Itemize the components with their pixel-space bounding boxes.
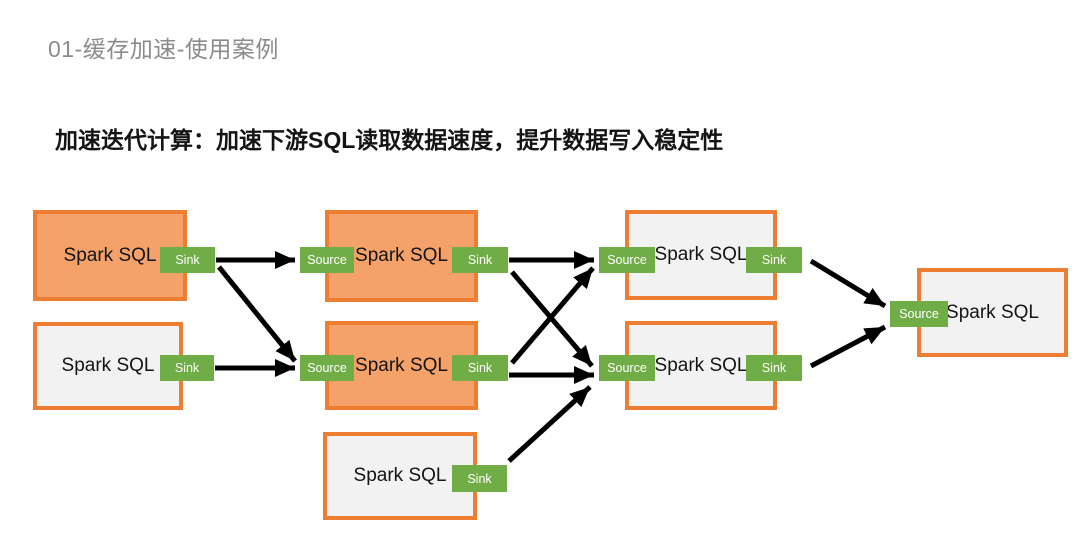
node-label: Spark SQL <box>654 354 748 376</box>
sink-badge: Sink <box>452 465 507 492</box>
node-label: Spark SQL <box>63 244 157 266</box>
node-label: Spark SQL <box>355 354 448 376</box>
source-badge: Source <box>599 247 655 273</box>
node-label: Spark SQL <box>353 465 447 486</box>
page-title: 01-缓存加速-使用案例 <box>48 36 279 62</box>
sink-badge: Sink <box>746 247 802 273</box>
sink-badge: Sink <box>452 247 508 273</box>
node-label: Spark SQL <box>946 301 1039 323</box>
source-badge: Source <box>300 355 354 381</box>
sink-badge: Sink <box>452 355 508 381</box>
sink-badge: Sink <box>160 247 215 273</box>
slide-subtitle: 加速迭代计算：加速下游SQL读取数据速度，提升数据写入稳定性 <box>55 127 724 153</box>
sink-badge: Sink <box>160 355 214 381</box>
sink-badge: Sink <box>746 355 802 381</box>
node-label: Spark SQL <box>654 244 748 265</box>
node-label: Spark SQL <box>61 355 155 376</box>
node-label: Spark SQL <box>355 245 448 266</box>
source-badge: Source <box>890 301 948 327</box>
source-badge: Source <box>599 355 655 381</box>
spark-sql-node-sql-2: Spark SQL <box>33 322 183 410</box>
source-badge: Source <box>300 247 354 273</box>
